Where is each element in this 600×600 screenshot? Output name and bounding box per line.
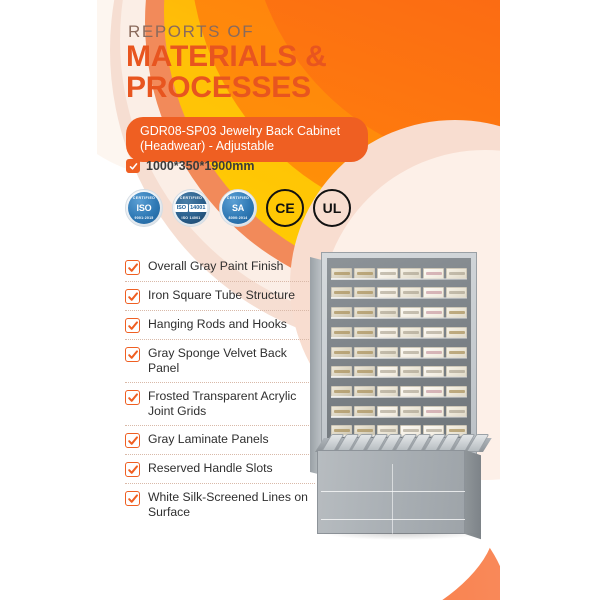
cabinet-shadow	[321, 533, 483, 540]
iso-badge-label: ISO	[136, 202, 152, 213]
feature-text: Gray Laminate Panels	[148, 432, 269, 446]
list-item: Hanging Rods and Hooks	[125, 311, 315, 340]
feature-text: Iron Square Tube Structure	[148, 288, 296, 302]
iso-14001-badge-labels: ISO 14001	[175, 204, 207, 212]
badge-disc: CERTIFIED SA 8000:2014	[222, 192, 254, 224]
list-item: Iron Square Tube Structure	[125, 282, 315, 311]
feature-text: Gray Sponge Velvet Back Panel	[148, 346, 287, 375]
acrylic-shelf	[331, 336, 467, 339]
page-title: MATERIALS & PROCESSES	[126, 41, 456, 103]
product-image	[305, 250, 492, 546]
checkmark-icon	[125, 390, 140, 405]
checkmark-icon	[125, 462, 140, 477]
sa-badge-sub-text: 8000:2014	[228, 216, 248, 220]
display-row	[331, 398, 467, 418]
display-row	[331, 359, 467, 379]
drawer-divider-horizontal	[321, 519, 467, 520]
feature-text: Overall Gray Paint Finish	[148, 259, 284, 273]
acrylic-shelf	[331, 415, 467, 418]
badge-disc: CERTIFIED ISO 14001 ISO 14001	[175, 192, 207, 224]
display-row	[331, 319, 467, 339]
drawer-front-panel	[317, 450, 467, 546]
checkmark-icon	[125, 491, 140, 506]
ul-badge-label: UL	[313, 189, 351, 227]
page-content: REPORTS OF MATERIALS & PROCESSES GDR08-S…	[97, 0, 500, 600]
base-cabinet	[315, 434, 492, 546]
display-grid	[331, 260, 467, 457]
sa-certification-badge: CERTIFIED SA 8000:2014	[219, 189, 257, 227]
product-dimensions: 1000*350*1900mm	[146, 159, 255, 173]
feature-text: White Silk-Screened Lines on Surface	[148, 490, 308, 519]
check-square-icon	[126, 159, 140, 173]
certification-badges: CERTIFIED ISO 9001:2015 CERTIFIED ISO 14…	[125, 189, 351, 227]
acrylic-shelf	[331, 317, 467, 320]
product-dimensions-row: 1000*350*1900mm	[126, 159, 254, 173]
acrylic-shelf	[331, 395, 467, 398]
drawer-divider-horizontal	[321, 491, 467, 492]
acrylic-shelf	[331, 356, 467, 359]
display-row	[331, 378, 467, 398]
list-item: Overall Gray Paint Finish	[125, 253, 315, 282]
checkmark-icon	[125, 260, 140, 275]
list-item: Gray Laminate Panels	[125, 426, 315, 455]
iso-14001-badge-sub-text: ISO 14001	[181, 216, 201, 220]
iso-14001-certification-badge: CERTIFIED ISO 14001 ISO 14001	[172, 189, 210, 227]
badge-disc: CERTIFIED ISO 9001:2015	[128, 192, 160, 224]
acrylic-shelf	[331, 297, 467, 300]
page-title-line-1: MATERIALS &	[126, 40, 327, 73]
display-row	[331, 280, 467, 300]
drawer-divider-vertical	[392, 464, 393, 546]
list-item: White Silk-Screened Lines on Surface	[125, 484, 315, 526]
base-cabinet-side	[465, 450, 481, 540]
feature-text: Reserved Handle Slots	[148, 461, 273, 475]
checkmark-icon	[125, 318, 140, 333]
feature-text: Hanging Rods and Hooks	[148, 317, 287, 331]
iso-14001-badge-top-text: CERTIFIED	[179, 196, 203, 200]
sa-badge-label: SA	[231, 202, 245, 213]
header-kicker: REPORTS OF	[128, 22, 255, 41]
acrylic-shelf	[331, 376, 467, 379]
iso-badge-sub-text: 9001:2015	[134, 216, 154, 220]
acrylic-shelf	[331, 277, 467, 280]
ce-badge-label: CE	[266, 189, 304, 227]
iso-badge-top-text: CERTIFIED	[132, 196, 156, 200]
display-row	[331, 299, 467, 320]
display-row	[331, 339, 467, 359]
ce-certification-badge: CE	[266, 189, 304, 227]
checkmark-icon	[125, 433, 140, 448]
display-row	[331, 260, 467, 280]
feature-list: Overall Gray Paint Finish Iron Square Tu…	[125, 253, 315, 526]
list-item: Frosted Transparent Acrylic Joint Grids	[125, 383, 315, 426]
list-item: Reserved Handle Slots	[125, 455, 315, 484]
list-item: Gray Sponge Velvet Back Panel	[125, 340, 315, 383]
page-title-line-2: PROCESSES	[126, 71, 311, 104]
checkmark-icon	[125, 289, 140, 304]
feature-text: Frosted Transparent Acrylic Joint Grids	[148, 389, 297, 418]
product-name-badge: GDR08-SP03 Jewelry Back Cabinet (Headwea…	[126, 117, 368, 162]
iso-14001-badge-number: 14001	[188, 204, 207, 212]
checkmark-icon	[125, 347, 140, 362]
sa-badge-top-text: CERTIFIED	[226, 196, 250, 200]
iso-certification-badge: CERTIFIED ISO 9001:2015	[125, 189, 163, 227]
ul-certification-badge: UL	[313, 189, 351, 227]
spec-sheet-page: REPORTS OF MATERIALS & PROCESSES GDR08-S…	[97, 0, 500, 600]
iso-14001-badge-label: ISO	[175, 204, 188, 212]
